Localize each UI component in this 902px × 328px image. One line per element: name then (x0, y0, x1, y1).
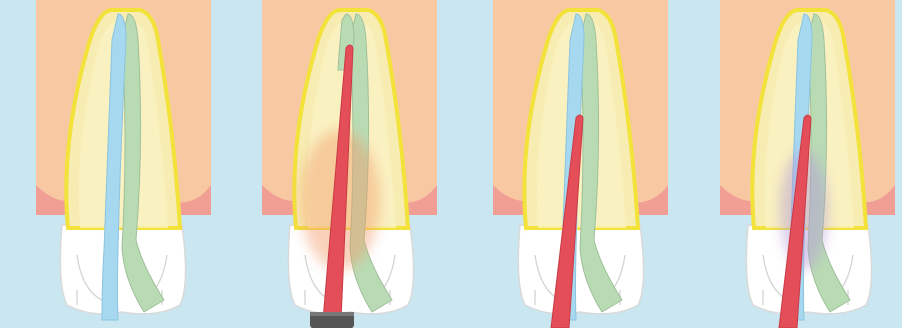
panel-1-before (36, 0, 211, 320)
handpiece-highlight (310, 312, 354, 316)
panel-2-instrument-inserted (262, 0, 437, 328)
panel-4-canal-shaping (720, 0, 895, 328)
panel-3-partial-insertion (493, 0, 668, 328)
